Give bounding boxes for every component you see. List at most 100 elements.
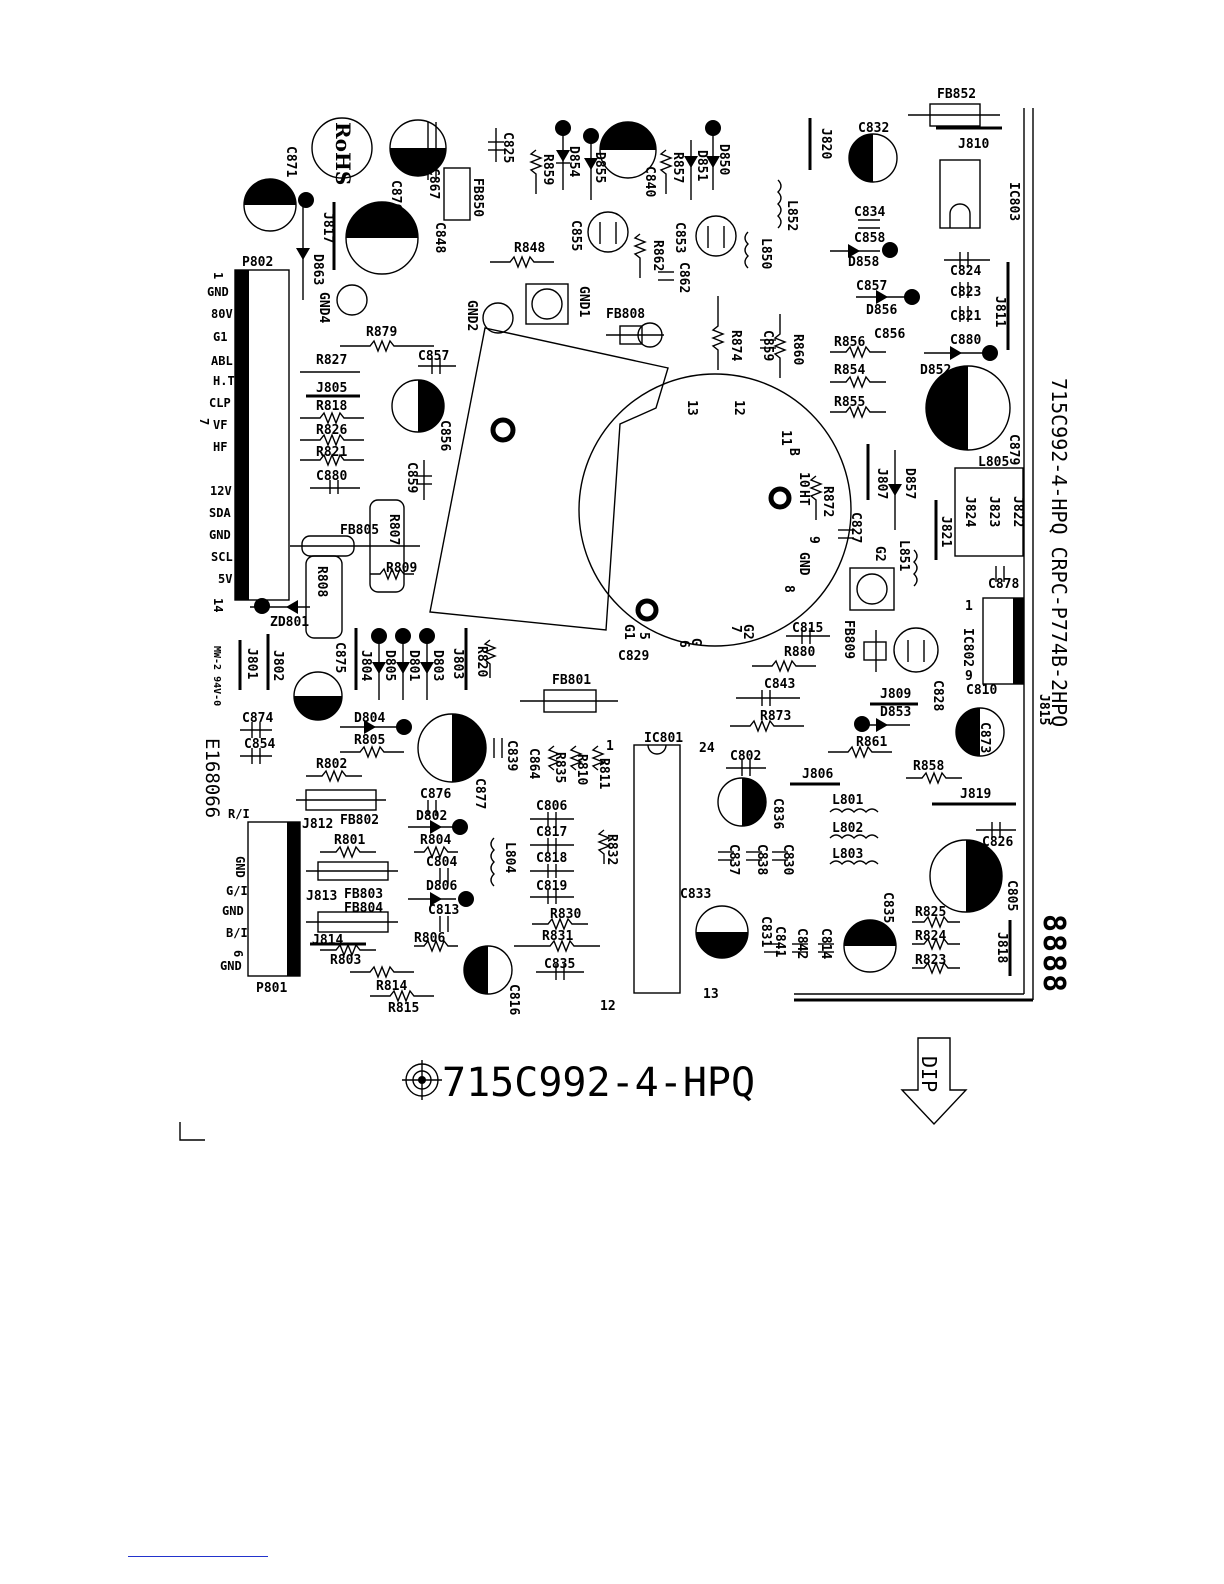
- svg-text:C830: C830: [780, 844, 795, 875]
- svg-text:C823: C823: [950, 285, 981, 300]
- svg-text:C806: C806: [536, 799, 567, 814]
- svg-text:R815: R815: [388, 1001, 419, 1016]
- p802-name: P802: [242, 255, 273, 270]
- svg-text:R804: R804: [420, 833, 451, 848]
- connector-p802: P802 1 14 7 GND 80V G1 ABL H.T CLP VF HF…: [197, 255, 290, 612]
- svg-text:L802: L802: [832, 821, 863, 836]
- svg-text:C871: C871: [283, 146, 298, 177]
- svg-text:R854: R854: [834, 363, 865, 378]
- svg-text:J810: J810: [958, 137, 989, 152]
- svg-text:R859: R859: [540, 154, 555, 185]
- jumper-j811: J811: [992, 262, 1010, 350]
- crt-pin-13: 13: [684, 400, 699, 416]
- ferrite-fb801: FB801: [520, 673, 618, 713]
- side-marking: 715C992-4-HPQ CRPC-P774B-2HPQ: [1047, 378, 1071, 727]
- svg-text:C826: C826: [982, 835, 1013, 850]
- crt-pin-b: B: [786, 448, 801, 456]
- socket-mount-hole: [490, 417, 516, 443]
- svg-text:FB802: FB802: [340, 813, 379, 828]
- svg-text:C840: C840: [642, 166, 657, 197]
- svg-text:C828: C828: [930, 680, 945, 711]
- crt-pin-5: 5: [636, 632, 651, 640]
- diode-d858: D858: [830, 242, 898, 270]
- ferrite-fb809: FB809: [841, 620, 887, 672]
- capacitor-c829: C879: [925, 365, 1021, 465]
- svg-text:R856: R856: [834, 335, 865, 350]
- svg-text:R832: R832: [604, 834, 619, 865]
- jumper-j822: J822: [1010, 496, 1025, 527]
- ground-pads: GND1 GND2 GND4 G2: [316, 283, 895, 611]
- diode-d850: D850: [705, 120, 731, 190]
- svg-text:J823: J823: [986, 496, 1001, 527]
- diode-d805: D805: [371, 628, 397, 700]
- svg-text:D857: D857: [902, 468, 917, 499]
- capacitor-c855: C855: [568, 211, 629, 253]
- inductor-l804: L804: [490, 837, 517, 887]
- svg-text:C825: C825: [500, 132, 515, 163]
- svg-text:C804: C804: [426, 855, 457, 870]
- svg-text:FB803: FB803: [344, 887, 383, 902]
- capacitor-c838: C830: [772, 844, 795, 875]
- capacitor-c816: C816: [463, 945, 521, 1015]
- jumper-j820: J820: [808, 118, 833, 170]
- svg-text:C838: C838: [754, 844, 769, 875]
- diodes: D854 D855 D851 D850 D863 D858 D856 D852 …: [250, 120, 998, 907]
- svg-text:C839: C839: [504, 740, 519, 771]
- svg-text:D856: D856: [866, 303, 897, 318]
- ic803-label: IC803: [1006, 182, 1021, 221]
- crt-pin-10: 10: [796, 472, 811, 488]
- svg-text:J821: J821: [938, 516, 953, 547]
- ic801-pin-12: 12: [600, 999, 616, 1014]
- svg-text:C841: C841: [772, 926, 787, 957]
- p801-pin-bi: B/I: [226, 926, 248, 940]
- part-number-banner: 715C992-4-HPQ DIP: [402, 1037, 968, 1126]
- round-capacitors: C855 C853 C828: [568, 211, 945, 711]
- jumper-j812: J812: [302, 817, 333, 832]
- p801-pin-gnd-a: GND: [233, 856, 247, 878]
- resistor-r814: R814: [350, 965, 414, 994]
- capacitor-c848: C848: [345, 201, 447, 275]
- svg-text:J820: J820: [818, 128, 833, 159]
- p802-pin-abl: ABL: [211, 354, 233, 368]
- resistor-r873: R873: [730, 709, 804, 733]
- capacitor-c824: C824: [944, 252, 990, 279]
- svg-text:C856: C856: [874, 327, 905, 342]
- resistor-r809: R809: [370, 561, 417, 581]
- capacitor-c879: C857: [418, 349, 456, 374]
- crt-pin-g1: G1: [621, 624, 636, 640]
- svg-text:D850: D850: [716, 144, 731, 175]
- svg-text:C879: C879: [1006, 434, 1021, 465]
- svg-text:FB804: FB804: [344, 901, 383, 916]
- ic802-pin-1: 1: [965, 599, 973, 614]
- svg-text:C833: C833: [680, 887, 711, 902]
- svg-text:C814: C814: [818, 928, 833, 959]
- resistor-r855: R855: [830, 395, 886, 419]
- svg-text:R808: R808: [314, 566, 329, 597]
- resistor-r832: R832: [597, 829, 619, 865]
- svg-text:C859: C859: [760, 330, 775, 361]
- resistor-r821: R821: [300, 445, 364, 467]
- electrolytic-capacitors: C871 C870 C848 C840 C832 C856 C879 C875: [243, 119, 1021, 1015]
- svg-text:C810: C810: [966, 683, 997, 698]
- ferrite-fb808: FB808: [606, 307, 664, 348]
- ferrite-fb802: FB802: [296, 789, 386, 828]
- jumper-j824: J824: [962, 496, 977, 527]
- svg-text:R820: R820: [474, 646, 489, 677]
- capacitor-c853: C853: [672, 215, 737, 257]
- jumper-j815: J815: [1036, 694, 1051, 725]
- crt-pin-9: 9: [806, 536, 821, 544]
- resistor-r857: R857: [659, 149, 685, 194]
- resistor-r801: R801: [320, 833, 376, 859]
- svg-text:C855: C855: [568, 220, 583, 251]
- p802-side-mark: 7: [197, 418, 211, 425]
- svg-text:C874: C874: [242, 711, 273, 726]
- svg-text:R821: R821: [316, 445, 347, 460]
- svg-text:GND4: GND4: [316, 292, 331, 323]
- jumper-j821: J821: [934, 500, 953, 560]
- p802-pin-12v: 12V: [210, 484, 232, 498]
- capacitor-c871: C871: [243, 146, 298, 232]
- capacitor-c837: C838: [746, 844, 769, 875]
- capacitor-c801: C817: [530, 825, 574, 852]
- inductor-l852: L852: [777, 179, 799, 231]
